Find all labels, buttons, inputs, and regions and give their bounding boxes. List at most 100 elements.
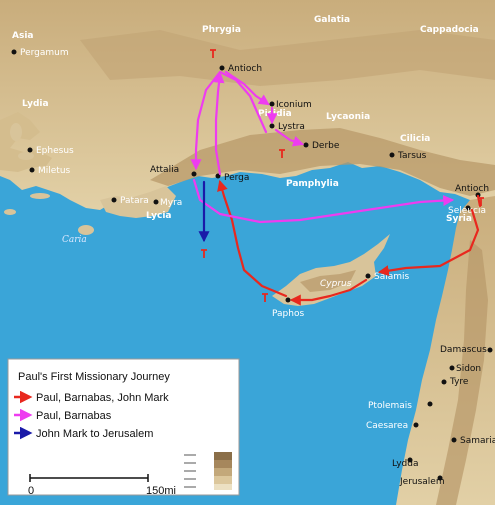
island-rhodes (78, 225, 94, 235)
elevation-swatch-3 (214, 468, 232, 476)
legend-label-red: Paul, Barnabas, John Mark (36, 392, 169, 404)
landmass-cyprus (272, 234, 390, 306)
elevation-swatch-5 (214, 484, 232, 490)
city-dot-samaria (451, 437, 457, 443)
city-label-sidon: Sidon (456, 364, 481, 374)
city-dot-miletus (29, 167, 35, 173)
route-magenta-perga-antioch (213, 71, 225, 176)
city-label-caesarea: Caesarea (366, 421, 408, 431)
city-dot-iconium (269, 101, 275, 107)
city-label-antioch-pisidia: Antioch (228, 64, 262, 74)
mountains-lebanon (436, 240, 488, 505)
city-label-miletus: Miletus (38, 166, 71, 176)
t-marker-derbe (279, 149, 285, 158)
route-red-seleucia-salamis (377, 208, 480, 277)
city-label-seleucia: Seleucia (448, 206, 486, 216)
region-pisidia: Pisidia (258, 109, 292, 119)
city-label-derbe: Derbe (312, 141, 340, 151)
city-dot-seleucia (465, 205, 471, 211)
city-dot-attalia (191, 171, 197, 177)
route-red-salamis-paphos (289, 278, 368, 306)
island-chios (10, 123, 22, 141)
city-label-paphos: Paphos (272, 309, 304, 319)
mountains-cyprus (300, 270, 356, 292)
t-marker-paphos (262, 293, 268, 302)
mountains-north (80, 30, 495, 86)
legend-label-magenta: Paul, Barnabas (36, 410, 112, 422)
island-kos (30, 193, 50, 199)
legend-label-blue: John Mark to Jerusalem (36, 428, 153, 440)
city-label-tyre: Tyre (449, 377, 469, 387)
city-label-ptolemais: Ptolemais (368, 401, 412, 411)
city-dot-patara (111, 197, 117, 203)
island-small-1 (4, 209, 16, 215)
scale-bar: 0 150mi (28, 474, 176, 497)
mountains-taurus (150, 128, 495, 196)
city-label-lydda: Lydda (392, 459, 418, 469)
t-marker-antioch (478, 197, 484, 206)
scale-bar-end-label: 150mi (146, 485, 176, 497)
region-phrygia: Phrygia (202, 25, 241, 35)
city-label-salamis: Salamis (374, 272, 410, 282)
elevation-swatch-2 (214, 460, 232, 468)
city-dot-damascus (487, 347, 493, 353)
landmass-lycia (100, 186, 176, 218)
route-t-markers (201, 49, 484, 302)
legend-title: Paul's First Missionary Journey (18, 371, 170, 383)
region-cilicia: Cilicia (400, 134, 430, 144)
t-marker-phrygia (210, 49, 216, 58)
city-label-ephesus: Ephesus (36, 146, 74, 156)
city-dot-derbe (303, 142, 309, 148)
city-dot-salamis (365, 273, 371, 279)
city-label-damascus: Damascus (440, 345, 487, 355)
city-dot-lydda (407, 457, 413, 463)
region-lydia: Lydia (22, 99, 49, 109)
legend: Paul's First Missionary Journey Paul, Ba… (7, 358, 240, 497)
elevation-tick-marks (184, 454, 196, 488)
route-magenta-antioch-iconium (224, 70, 270, 106)
elevation-swatch-1 (214, 452, 232, 460)
city-label-lystra: Lystra (278, 122, 305, 132)
city-dot-tarsus (389, 152, 395, 158)
region-lycaonia: Lycaonia (326, 112, 370, 122)
city-label-tarsus: Tarsus (397, 151, 427, 161)
route-red-paphos-perga (217, 179, 288, 298)
city-label-myra: Myra (160, 198, 182, 208)
city-dot-jerusalem (437, 475, 443, 481)
city-label-attalia: Attalia (150, 165, 179, 175)
city-label-patara: Patara (120, 196, 149, 206)
city-dot-ephesus (27, 147, 33, 153)
region-cappadocia: Cappadocia (420, 25, 479, 35)
city-dot-sidon (449, 365, 455, 371)
region-asia: Asia (12, 31, 33, 41)
city-label-pergamum: Pergamum (20, 48, 69, 58)
route-magenta (190, 70, 455, 224)
scale-bar-start-label: 0 (28, 485, 34, 497)
city-dot-myra (153, 199, 159, 205)
city-dot-pergamum (11, 49, 17, 55)
city-label-perga: Perga (224, 173, 249, 183)
city-markers (11, 49, 493, 481)
route-magenta-attalia-antioch (192, 178, 455, 224)
region-lycia: Lycia (146, 211, 171, 221)
elevation-key (184, 452, 232, 490)
city-label-samaria: Samaria (460, 436, 495, 446)
city-dot-ptolemais (427, 401, 433, 407)
city-dot-antioch-pisidia (219, 65, 225, 71)
island-samos (18, 152, 34, 160)
city-label-jerusalem: Jerusalem (399, 477, 445, 487)
city-dot-paphos (285, 297, 291, 303)
region-caria: Caria (62, 235, 87, 245)
route-magenta-lystra-derbe (274, 128, 305, 147)
city-dot-lystra (269, 123, 275, 129)
city-label-iconium: Iconium (276, 100, 312, 110)
region-syria: Syria (446, 214, 472, 224)
t-marker-blue (201, 249, 207, 258)
legend-box (7, 358, 240, 496)
region-pamphylia: Pamphylia (286, 179, 339, 189)
city-dot-caesarea (413, 422, 419, 428)
region-cyprus: Cyprus (320, 279, 352, 289)
city-label-antioch-syria: Antioch (455, 184, 489, 194)
elevation-swatch-4 (214, 476, 232, 484)
